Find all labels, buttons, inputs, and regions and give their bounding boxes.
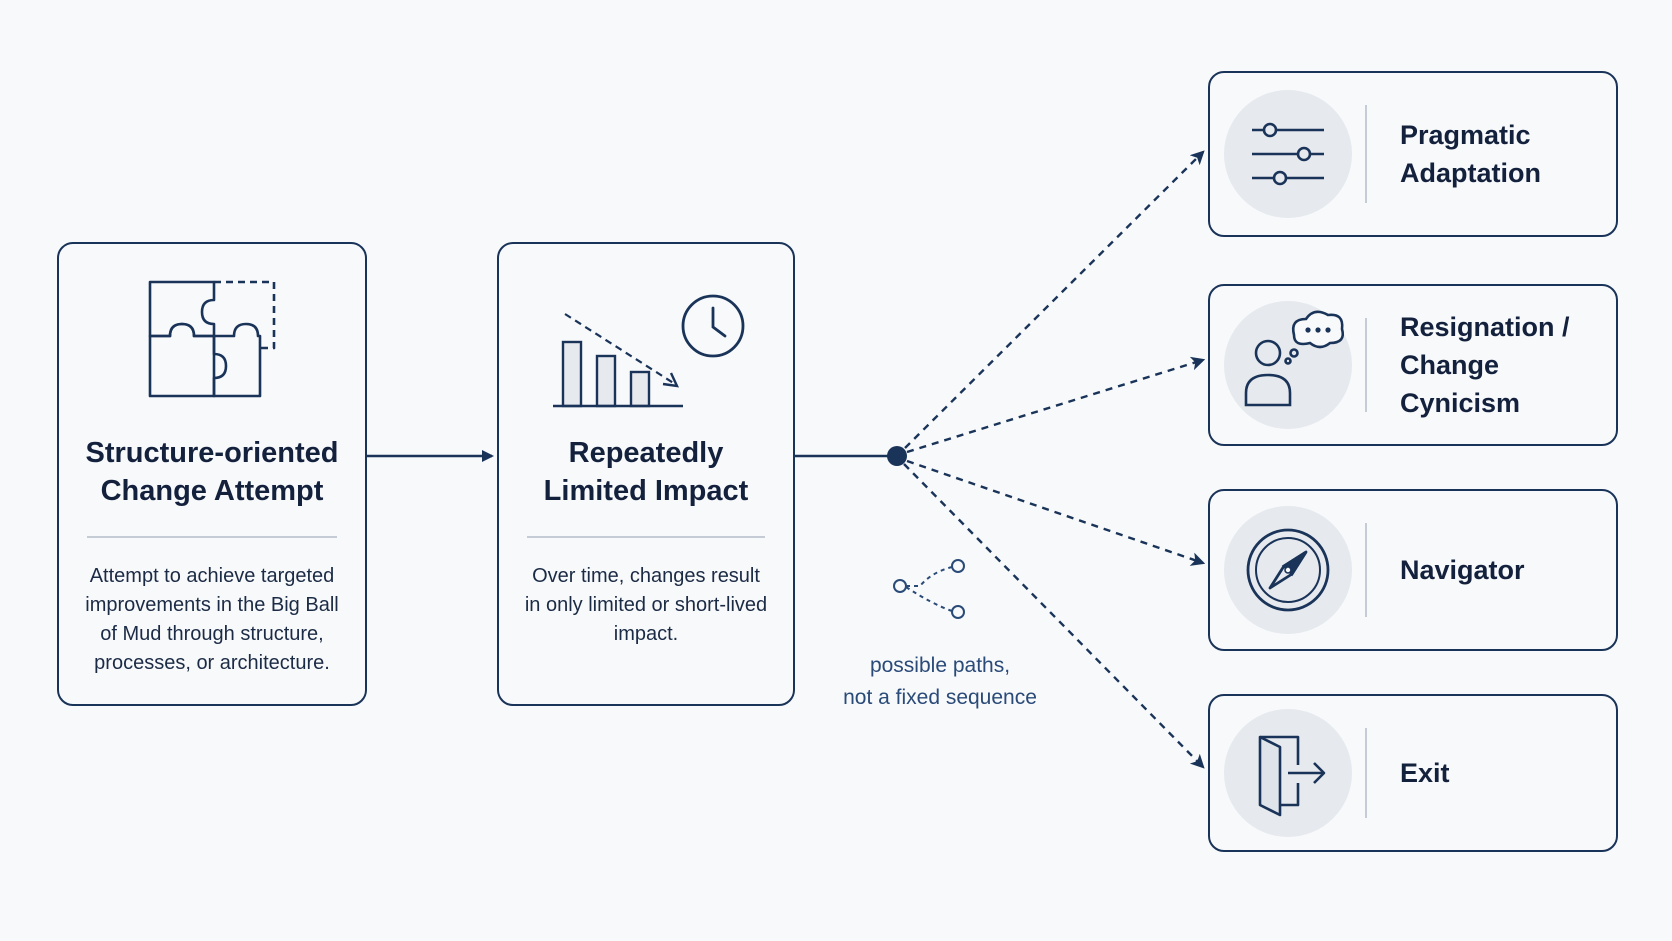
step-description: Over time, changes result in only limite… [515, 562, 777, 649]
dashed-arrow-to-resignation [906, 356, 1206, 454]
description-line: Over time, changes result [532, 565, 760, 587]
outcome-label-line: Navigator [1400, 555, 1525, 585]
icon-holder [499, 274, 793, 414]
step-title: Repeatedly Limited Impact [509, 434, 783, 510]
door-exit-icon [1258, 735, 1326, 817]
clock-icon [681, 294, 745, 358]
icon-circle [1224, 709, 1352, 837]
outcome-label-line: Pragmatic [1400, 120, 1531, 150]
step-description: Attempt to achieve targeted improvements… [75, 562, 349, 678]
icon-circle [1224, 90, 1352, 218]
dashed-arrow-to-pragmatic [904, 150, 1205, 449]
outcome-label: Resignation / Change Cynicism [1400, 308, 1604, 422]
description-line: processes, or architecture. [94, 652, 330, 674]
outcome-label-line: Adaptation [1400, 158, 1541, 188]
outcome-label: Pragmatic Adaptation [1400, 116, 1604, 192]
description-line: of Mud through structure, [100, 623, 324, 645]
divider-rule [87, 536, 337, 538]
note-line: possible paths, [869, 654, 1011, 677]
step-title: Structure-oriented Change Attempt [69, 434, 355, 510]
compass-icon [1246, 528, 1330, 612]
outcome-label: Exit [1400, 754, 1604, 792]
puzzle-icon [148, 280, 276, 398]
step-structure-oriented-change: Structure-oriented Change Attempt Attemp… [57, 242, 367, 706]
outcome-navigator: Navigator [1208, 489, 1618, 651]
step-title-line: Limited Impact [543, 475, 749, 507]
vertical-divider [1365, 523, 1367, 617]
branching-paths-icon [893, 559, 965, 619]
icon-circle [1224, 506, 1352, 634]
possible-paths-note: possible paths, not a fixed sequence [800, 650, 1080, 714]
note-line: not a fixed sequence [843, 686, 1037, 709]
vertical-divider [1365, 728, 1367, 818]
person-thought-bubble-icon [1244, 310, 1345, 407]
vertical-divider [1365, 105, 1367, 203]
divider-rule [527, 536, 765, 538]
outcome-exit: Exit [1208, 694, 1618, 852]
step-title-line: Repeatedly [568, 437, 724, 469]
description-line: Attempt to achieve targeted [89, 565, 335, 587]
outcome-label-line: Resignation / [1400, 312, 1570, 342]
outcome-label: Navigator [1400, 551, 1604, 589]
outcome-pragmatic-adaptation: Pragmatic Adaptation [1208, 71, 1618, 237]
declining-bar-chart-icon [553, 294, 745, 408]
step-repeatedly-limited-impact: Repeatedly Limited Impact Over time, cha… [497, 242, 795, 706]
dashed-arrow-to-navigator [906, 459, 1206, 566]
description-line: impact. [613, 623, 679, 645]
sliders-icon [1252, 122, 1324, 186]
step-title-line: Change Attempt [100, 475, 324, 507]
step-title-line: Structure-oriented [85, 437, 339, 469]
dashed-arrow-to-exit [903, 463, 1205, 769]
icon-circle [1224, 301, 1352, 429]
vertical-divider [1365, 318, 1367, 412]
outcome-label-line: Exit [1400, 758, 1450, 788]
outcome-resignation-change-cynicism: Resignation / Change Cynicism [1208, 284, 1618, 446]
description-line: in only limited or short-lived [524, 594, 768, 616]
description-line: improvements in the Big Ball [85, 594, 339, 616]
outcome-label-line: Change Cynicism [1400, 350, 1521, 418]
icon-holder [59, 274, 365, 414]
junction-node [887, 446, 907, 466]
